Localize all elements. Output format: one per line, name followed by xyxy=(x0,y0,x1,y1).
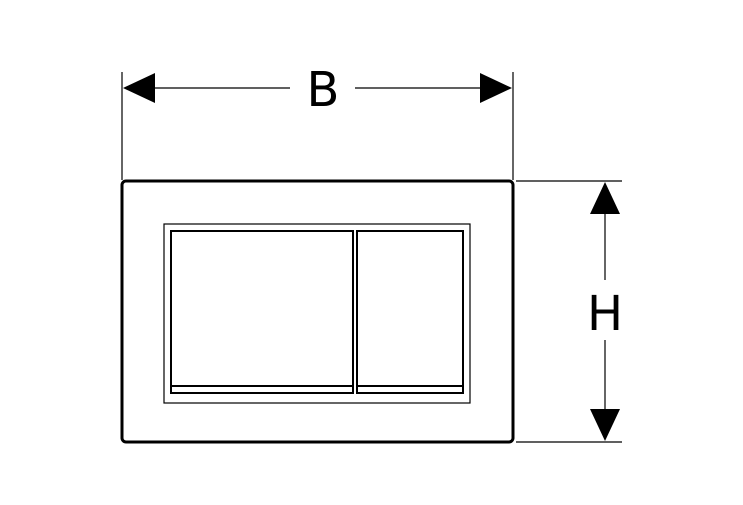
height-dimension: H xyxy=(587,182,623,441)
height-arrow-down-icon xyxy=(590,409,620,441)
height-arrow-up-icon xyxy=(590,182,620,214)
button-frame-outer xyxy=(163,223,471,404)
small-button-outline xyxy=(356,230,464,394)
small-flush-button xyxy=(356,230,464,394)
width-arrow-left-icon xyxy=(123,73,155,103)
width-arrow-right-icon xyxy=(480,73,512,103)
large-flush-button xyxy=(170,230,354,394)
cover-plate-outline xyxy=(120,179,515,444)
height-label: H xyxy=(587,286,623,342)
width-dimension: B xyxy=(123,62,512,118)
width-label: B xyxy=(307,62,340,118)
large-button-outline xyxy=(170,230,354,394)
